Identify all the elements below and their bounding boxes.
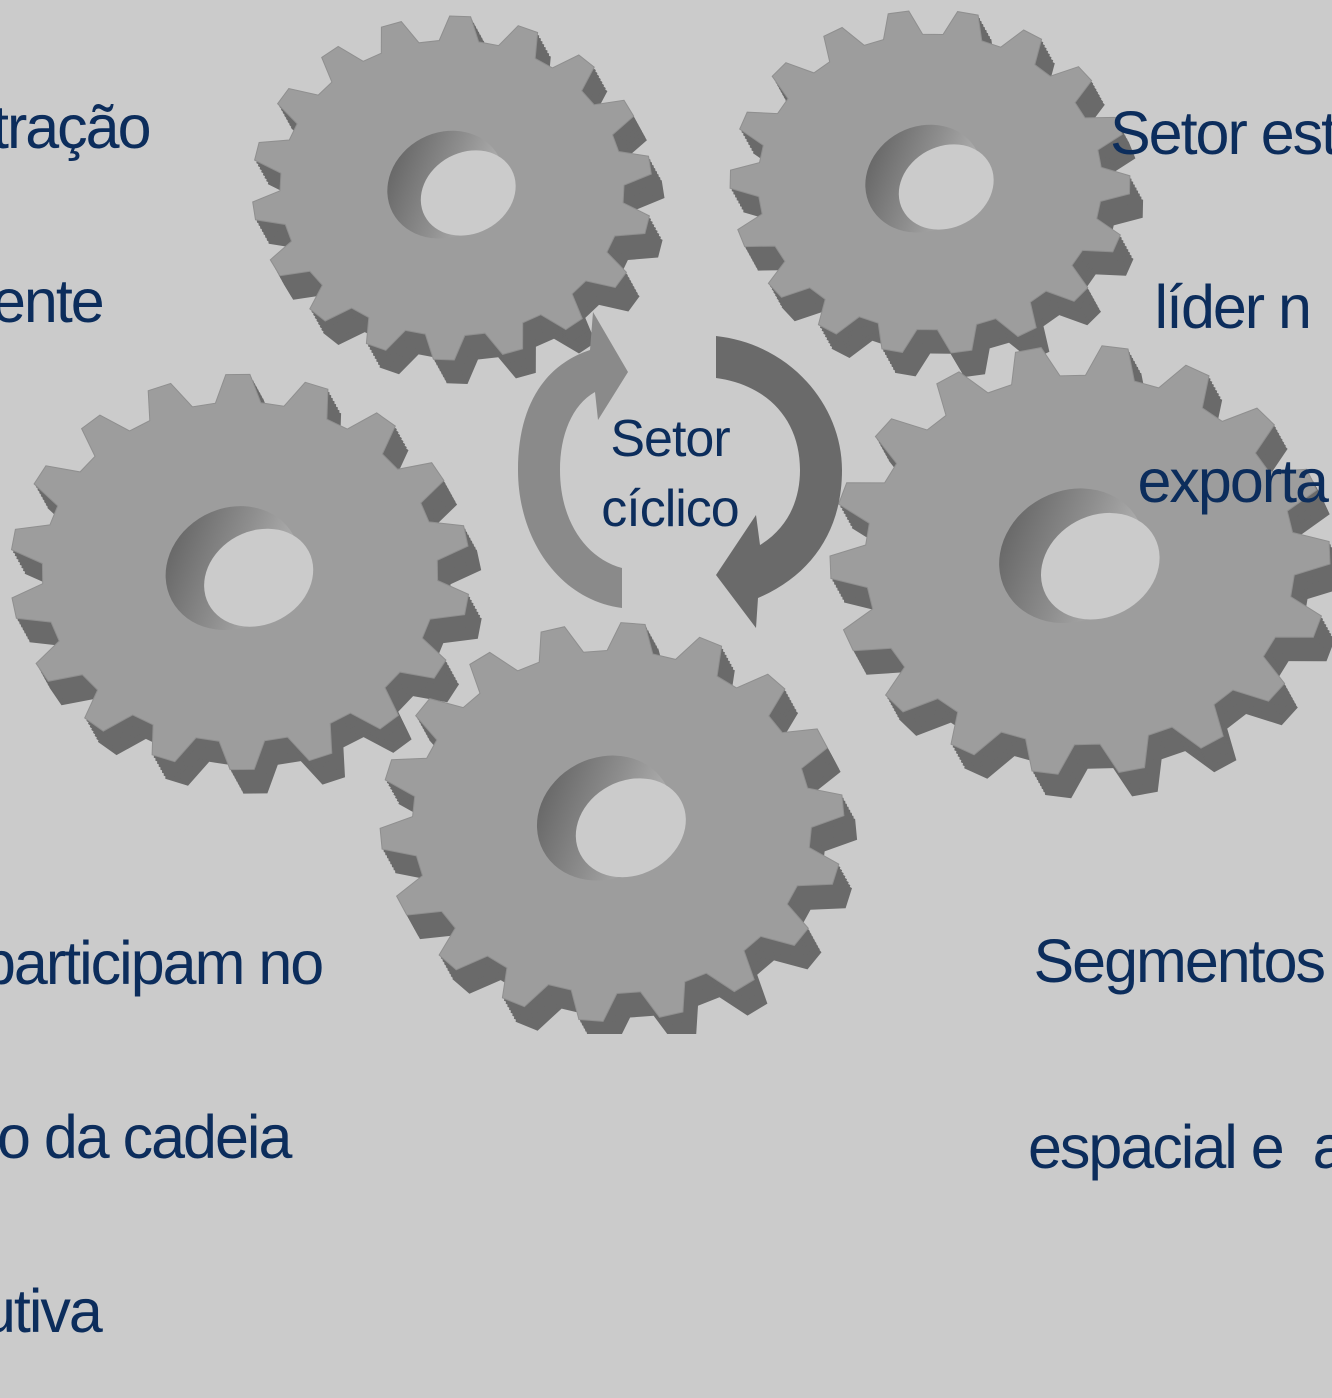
label-bottom-right-line-2: espacial e ae (1028, 1113, 1332, 1181)
label-bottom-left-line-3: utiva (0, 1277, 103, 1345)
label-top-right: Setor estr líder n exporta (1110, 0, 1332, 568)
cycle-arrows (518, 312, 842, 628)
label-bottom-right-line-1: Segmentos d (1033, 927, 1326, 995)
label-top-left: tração ente (0, 0, 152, 388)
cycle-arrow-left (518, 312, 628, 608)
center-label-line-1: Setor (610, 410, 730, 468)
label-bottom-left-line-2: to da cadeia (0, 1103, 292, 1171)
gear-bottom (379, 622, 858, 1034)
label-bottom-right: Segmentos d espacial e ae (1028, 806, 1332, 1240)
gear-top-right (729, 10, 1144, 377)
gear-right (829, 345, 1332, 799)
gear-left (10, 373, 482, 794)
cycle-arrow-right (716, 336, 842, 628)
label-top-left-line-1: tração (0, 93, 152, 161)
label-top-left-line-2: ente (0, 267, 105, 335)
gears-diagram (10, 10, 1332, 1034)
label-top-right-line-1: Setor estr (1110, 99, 1332, 167)
center-label-line-2: cíclico (601, 480, 739, 538)
label-bottom-left-line-1: participam no (0, 929, 324, 997)
center-label: Setor cíclico (580, 404, 760, 544)
label-top-right-line-2: líder n (1154, 273, 1312, 341)
label-top-right-line-3: exporta (1137, 447, 1328, 515)
gear-top-left (252, 15, 665, 384)
label-bottom-left: participam no to da cadeia utiva (0, 818, 324, 1398)
